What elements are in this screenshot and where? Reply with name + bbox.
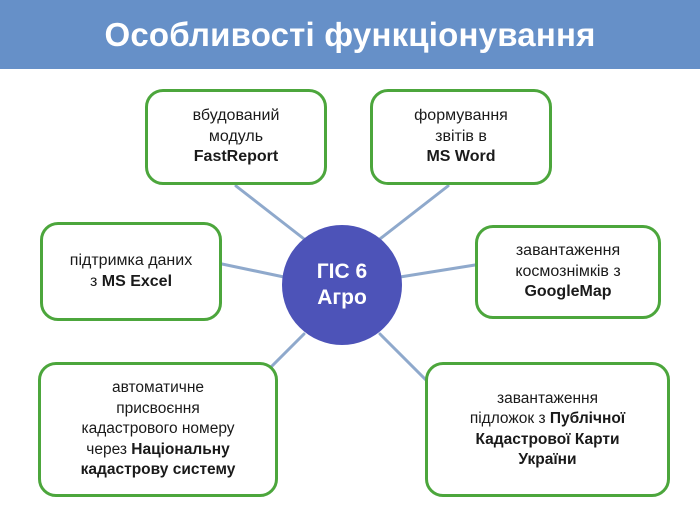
- publicmap-line4-bold: України: [518, 450, 577, 468]
- center-node-label-line1: ГІС 6: [316, 260, 368, 284]
- fastreport-line2: модуль: [208, 127, 264, 145]
- fastreport-line1: вбудований: [192, 106, 280, 124]
- center-node-gis-agro[interactable]: ГІС 6 Агро: [282, 225, 402, 345]
- feature-box-msword-text: формування звітів в MS Word: [406, 104, 516, 170]
- msexcel-line1: підтримка даних: [69, 251, 193, 269]
- feature-box-msexcel[interactable]: підтримка даних з MS Excel: [40, 222, 222, 321]
- msword-line3-bold: MS Word: [426, 148, 496, 166]
- publicmap-line2-bold: Публічної: [549, 410, 626, 428]
- fastreport-line3-bold: FastReport: [193, 148, 279, 166]
- googlemap-line1: завантаження: [515, 241, 621, 259]
- connector-to-msexcel: [220, 262, 286, 279]
- page-title: Особливості функціонування: [104, 16, 596, 53]
- feature-box-publicmap-text: завантаження підложок з Публічної Кадаст…: [462, 387, 633, 473]
- cadastre-line2: присвоєння: [116, 399, 200, 417]
- feature-box-msword[interactable]: формування звітів в MS Word: [370, 89, 552, 185]
- googlemap-line2: космознімків з: [515, 262, 621, 280]
- title-banner: Особливості функціонування: [0, 0, 700, 69]
- connector-to-msword: [374, 184, 450, 244]
- cadastre-line3: кадастрового номеру: [81, 420, 235, 438]
- publicmap-line2-prefix: підложок з: [469, 410, 550, 428]
- connector-to-fastreport: [234, 184, 310, 244]
- cadastre-line4-bold: Національну: [131, 440, 230, 458]
- msword-line1: формування: [414, 106, 508, 124]
- feature-box-cadastre-text: автоматичне присвоєння кадастрового номе…: [73, 376, 244, 482]
- msword-line2: звітів в: [435, 127, 487, 145]
- cadastre-line5-bold: кадастрову систему: [80, 461, 236, 479]
- feature-box-msexcel-text: підтримка даних з MS Excel: [62, 249, 200, 295]
- cadastre-line1: автоматичне: [111, 379, 204, 397]
- feature-box-googlemap-text: завантаження космознімків з GoogleMap: [507, 239, 628, 305]
- publicmap-line3-bold: Кадастрової Карти: [475, 430, 620, 448]
- cadastre-line4-prefix: через: [86, 440, 132, 458]
- feature-box-publicmap[interactable]: завантаження підложок з Публічної Кадаст…: [425, 362, 670, 497]
- publicmap-line1: завантаження: [496, 389, 598, 407]
- feature-box-fastreport-text: вбудований модуль FastReport: [185, 104, 288, 170]
- center-node-label-line2: Агро: [317, 286, 367, 309]
- msexcel-line2-bold: MS Excel: [101, 272, 173, 290]
- feature-box-fastreport[interactable]: вбудований модуль FastReport: [145, 89, 327, 185]
- connector-to-googlemap: [398, 263, 477, 279]
- feature-box-cadastre[interactable]: автоматичне присвоєння кадастрового номе…: [38, 362, 278, 497]
- feature-box-googlemap[interactable]: завантаження космознімків з GoogleMap: [475, 225, 661, 319]
- googlemap-line3-bold: GoogleMap: [524, 283, 612, 301]
- msexcel-line2-prefix: з: [89, 272, 102, 290]
